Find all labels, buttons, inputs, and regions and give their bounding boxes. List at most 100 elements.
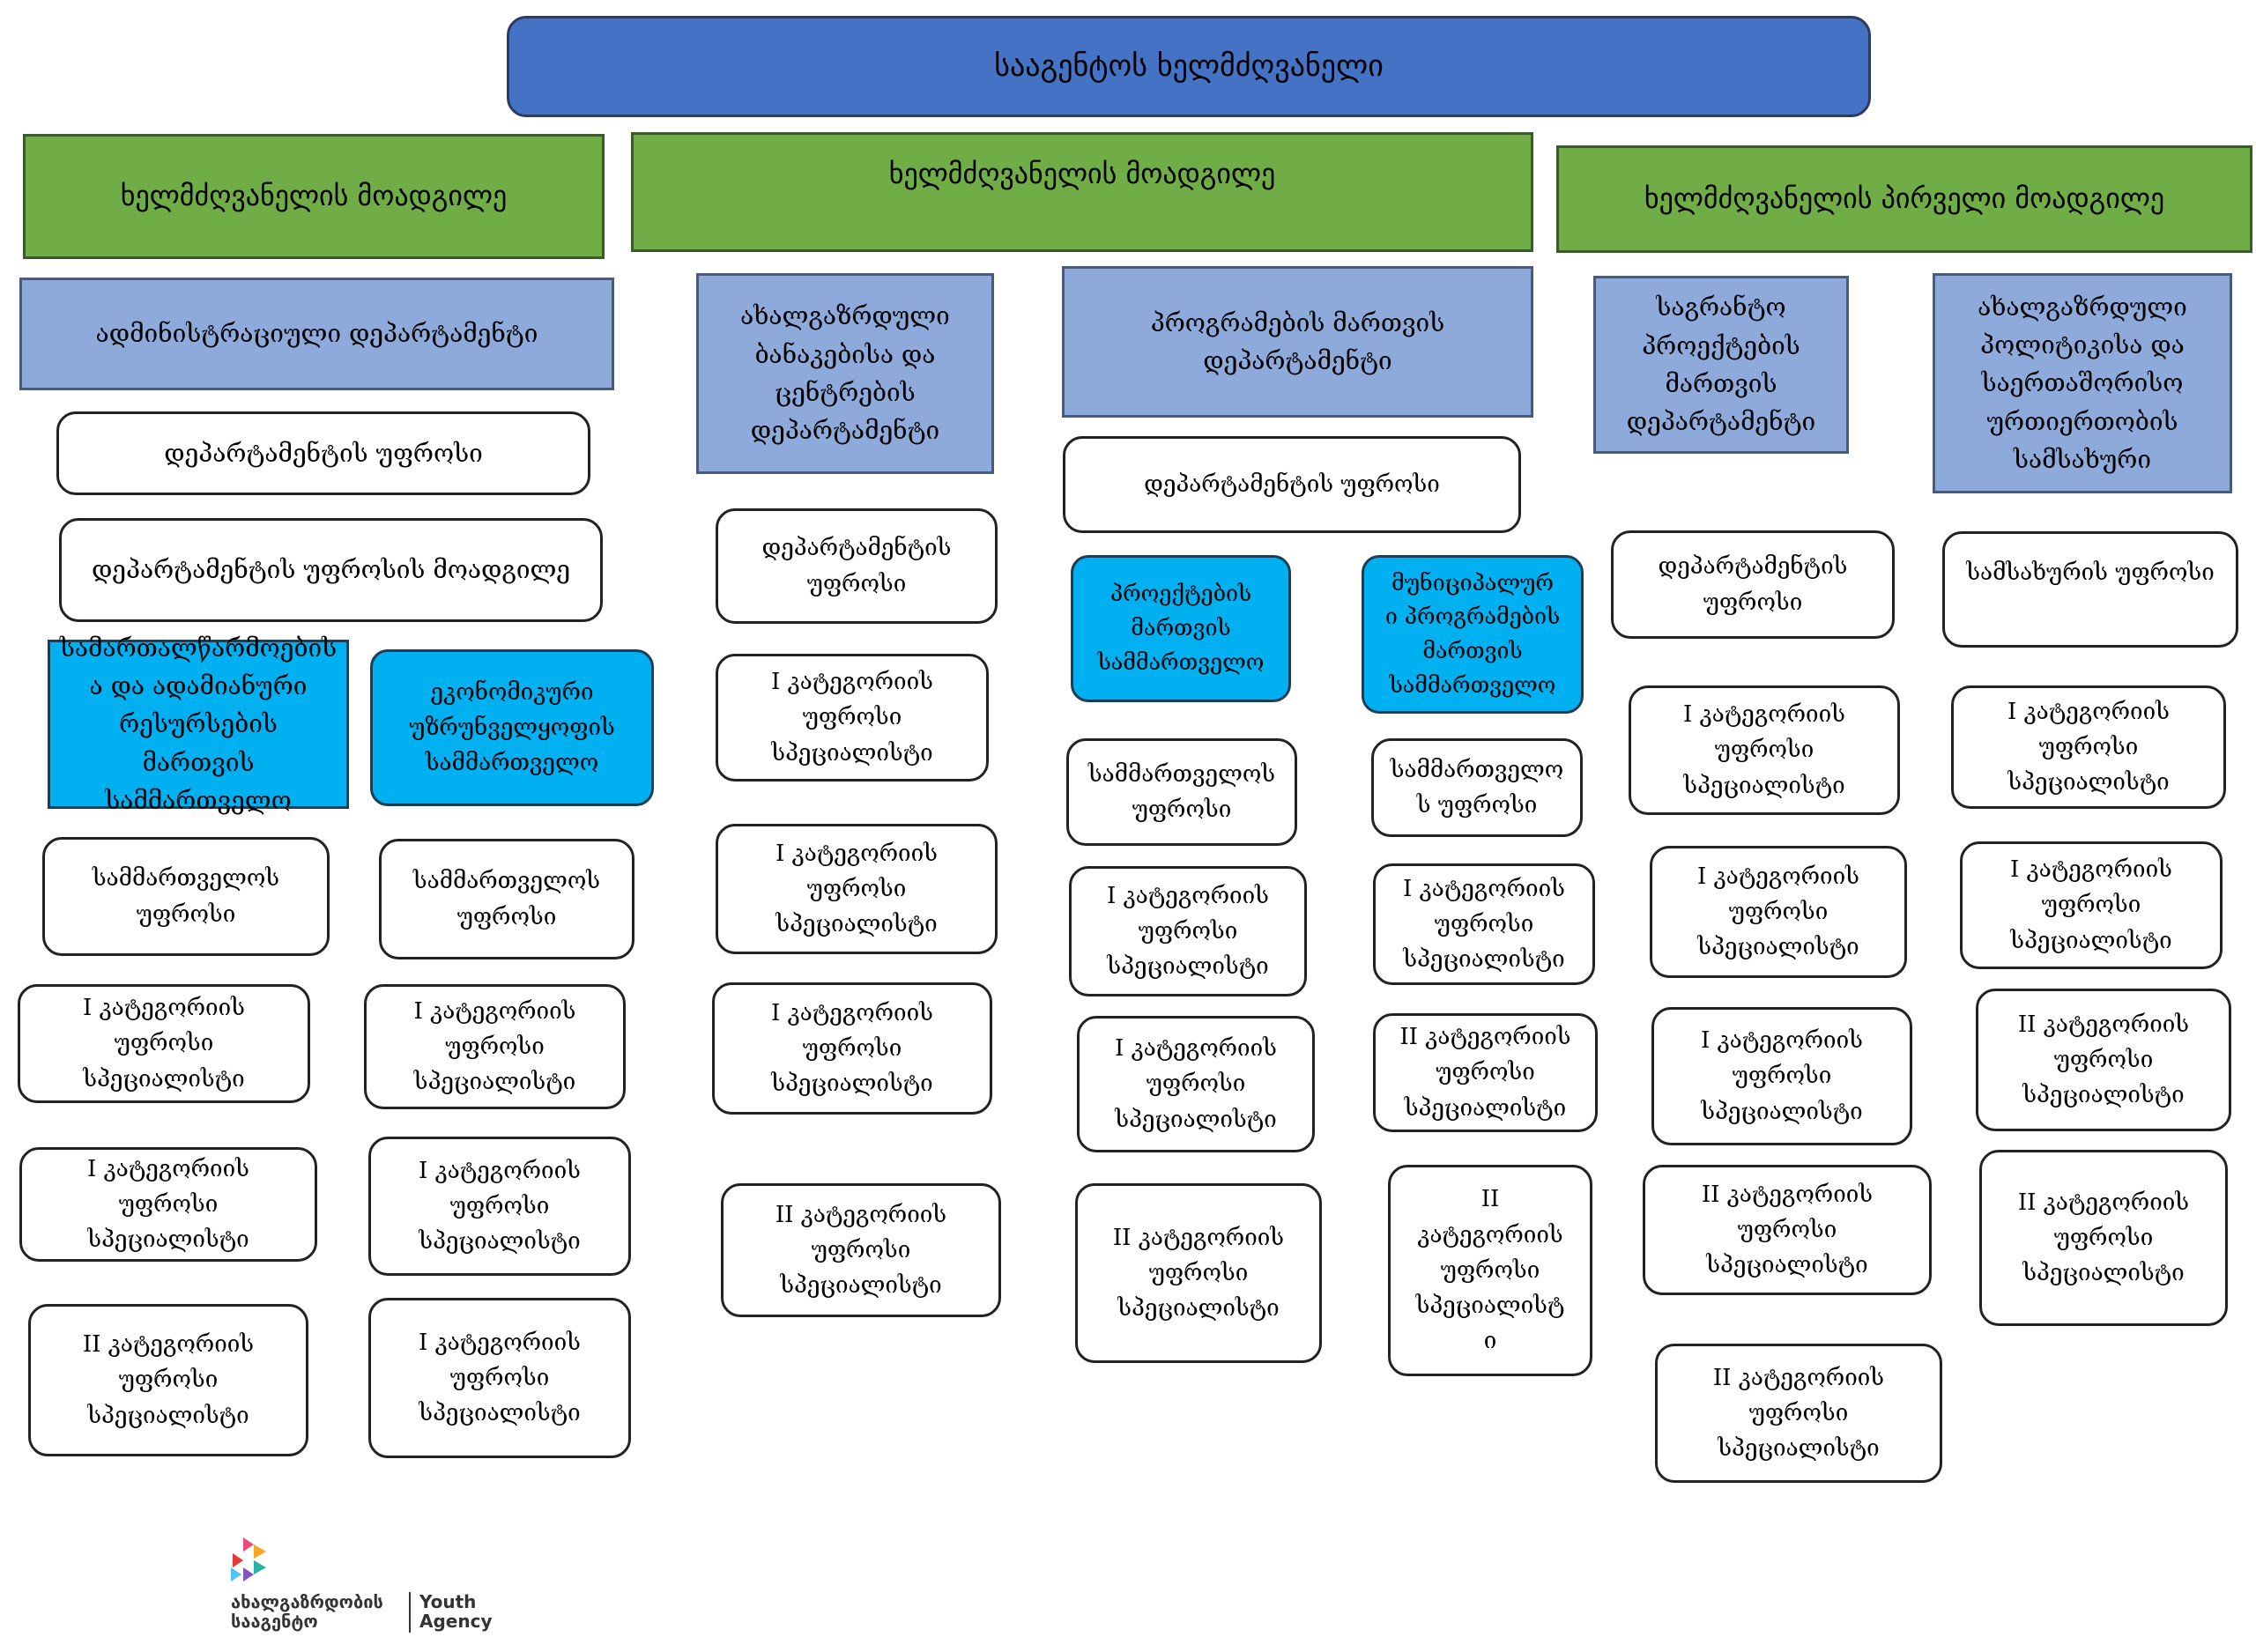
service-label: მუნიციპალურ ი პროგრამების მართვის სამმარ… <box>1384 569 1561 698</box>
position-box: II კატეგორიის უფროსი სპეციალისტი <box>1373 1013 1598 1132</box>
position-box: II კატეგორიის უფროსი სპეციალისტი <box>28 1304 308 1456</box>
position-box: II კატეგორიის უფროსი სპეციალისტი <box>1655 1344 1942 1483</box>
department-label: ახალგაზრდული ბანაკებისა და ცენტრების დეპ… <box>740 301 950 446</box>
position-label: I კატეგორიის უფროსი სპეციალისტი <box>1697 863 1859 961</box>
position-label: I კატეგორიის უფროსი სპეციალისტი <box>2007 698 2170 796</box>
position-label: II კატეგორიის უფროსი სპეციალისტი <box>1701 1181 1874 1279</box>
position-box: I კატეგორიის უფროსი სპეციალისტი <box>1077 1016 1315 1152</box>
position-box: I კატეგორიის უფროსი სპეციალისტი <box>368 1298 631 1458</box>
legal-hr-service-box: სამართალწარმოების ა და ადამიანური რესურს… <box>48 633 349 815</box>
position-label: II კატეგორიის უფროსი სპეციალისტი <box>2017 1011 2190 1109</box>
deputy-box-1: ხელმძღვანელის მოადგილე <box>23 134 605 259</box>
projects-service-box: პროექტების მართვის სამმართველო <box>1071 555 1291 702</box>
deputy-label-1: ხელმძღვანელის მოადგილე <box>120 179 508 213</box>
position-label: I კატეგორიის უფროსი სპეციალისტი <box>1403 875 1565 974</box>
position-box: დეპარტამენტის უფროსი <box>1063 436 1521 533</box>
position-label: I კატეგორიის უფროსი სპეციალისტი <box>2010 856 2172 954</box>
position-label: I კატეგორიის უფროსი სპეციალისტი <box>1107 882 1269 981</box>
logo-text-georgian: ახალგაზრდობის სააგენტო <box>231 1591 383 1632</box>
position-box: სამმართველო ს უფროსი <box>1371 738 1583 837</box>
agency-head-label: სააგენტოს ხელმძღვანელი <box>994 48 1384 85</box>
position-box: დეპარტამენტის უფროსი <box>1611 530 1895 639</box>
position-box: სამმართველოს უფროსი <box>379 839 634 959</box>
position-box: II კატეგორიის უფროსი სპეციალისტი <box>721 1183 1001 1317</box>
position-label: სამმართველოს უფროსი <box>92 865 280 928</box>
position-box: II კატეგორიის უფროსი სპეციალისტი <box>1976 989 2231 1131</box>
service-label: ეკონომიკური უზრუნველყოფის სამმართველო <box>409 678 615 777</box>
position-box: I კატეგორიის უფროსი სპეციალისტი <box>1951 685 2226 809</box>
position-label: I კატეგორიის უფროსი სპეციალისტი <box>83 995 245 1093</box>
position-box: სამმართველოს უფროსი <box>1066 738 1297 846</box>
position-label: დეპარტამენტის უფროსის მოადგილე <box>91 555 571 585</box>
position-label: II კატეგორიის უფროსი სპეციალისტი <box>775 1201 947 1300</box>
position-box: I კატეგორიის უფროსი სპეციალისტი <box>1069 866 1307 996</box>
position-label: II კატეგორიის უფროსი სპეციალისტი <box>82 1331 255 1429</box>
position-box: I კატეგორიის უფროსი სპეციალისტი <box>18 984 310 1103</box>
position-label: სამმართველო ს უფროსი <box>1390 756 1564 819</box>
position-box: I კატეგორიის უფროსი სპეციალისტი <box>712 982 992 1115</box>
service-label: სამართალწარმოების ა და ადამიანური რესურს… <box>59 633 338 816</box>
grants-department-box: საგრანტო პროექტების მართვის დეპარტამენტი <box>1593 276 1849 454</box>
position-label: II კატეგორიის უფროსი სპეციალისტი <box>1712 1364 1885 1463</box>
position-label: I კატეგორიის უფროსი სპეციალისტი <box>1683 701 1845 799</box>
admin-department-box: ადმინისტრაციული დეპარტამენტი <box>19 278 614 390</box>
position-box: სამმართველოს უფროსი <box>42 837 330 956</box>
position-box: I კატეგორიის უფროსი სპეციალისტი <box>716 824 998 954</box>
position-label: I კატეგორიის უფროსი სპეციალისტი <box>771 999 933 1098</box>
position-box: II კატეგორიის უფროსი სპეციალისტი <box>1075 1183 1322 1363</box>
deputy-label-2: ხელმძღვანელის მოადგილე <box>888 157 1276 190</box>
camps-department-box: ახალგაზრდული ბანაკებისა და ცენტრების დეპ… <box>696 273 994 474</box>
first-deputy-label: ხელმძღვანელის პირველი მოადგილე <box>1644 181 2165 216</box>
economic-service-box: ეკონომიკური უზრუნველყოფის სამმართველო <box>370 649 654 806</box>
position-box: I კატეგორიის უფროსი სპეციალისტი <box>1960 841 2223 969</box>
position-box: I კატეგორიის უფროსი სპეციალისტი <box>368 1137 631 1276</box>
position-box: I კატეგორიის უფროსი სპეციალისტი <box>1650 846 1907 978</box>
deputy-box-2: ხელმძღვანელის მოადგილე <box>631 132 1533 252</box>
policy-service-box: ახალგაზრდული პოლიტიკისა და საერთაშორისო … <box>1933 273 2232 493</box>
department-label: საგრანტო პროექტების მართვის დეპარტამენტი <box>1626 293 1816 437</box>
position-box: I კატეგორიის უფროსი სპეციალისტი <box>1629 685 1900 815</box>
position-label: II კატეგორიის უფროსი სპეციალისტი <box>1399 1024 1571 1122</box>
position-box: I კატეგორიის უფროსი სპეციალისტი <box>19 1147 317 1262</box>
agency-head-box: სააგენტოს ხელმძღვანელი <box>507 16 1871 117</box>
youth-agency-logo: ახალგაზრდობის სააგენტო Youth Agency <box>231 1537 495 1634</box>
position-label: დეპარტამენტის უფროსი <box>164 438 483 468</box>
department-label: პროგრამების მართვის დეპარტამენტი <box>1150 307 1445 375</box>
programs-department-box: პროგრამების მართვის დეპარტამენტი <box>1062 266 1533 418</box>
position-label: დეპარტამენტის უფროსი <box>1144 470 1440 498</box>
logo-divider <box>409 1592 411 1633</box>
logo-mark-icon <box>231 1537 266 1582</box>
position-box: დეპარტამენტის უფროსი <box>716 508 998 624</box>
position-label: სამმართველოს უფროსი <box>412 868 601 930</box>
department-label: ადმინისტრაციული დეპარტამენტი <box>95 319 538 349</box>
position-label: I კატეგორიის უფროსი სპეციალისტი <box>776 840 938 938</box>
department-label: ახალგაზრდული პოლიტიკისა და საერთაშორისო … <box>1978 292 2187 475</box>
position-label: II კატეგორიის უფროსი სპეციალისტი <box>1112 1224 1285 1322</box>
position-label: I კატეგორიის უფროსი სპეციალისტი <box>413 997 576 1096</box>
position-box: დეპარტამენტის უფროსის მოადგილე <box>59 518 603 622</box>
position-label: I კატეგორიის უფროსი სპეციალისტი <box>419 1329 581 1427</box>
municipal-service-box: მუნიციპალურ ი პროგრამების მართვის სამმარ… <box>1362 555 1584 714</box>
position-label: I კატეგორიის უფროსი სპეციალისტი <box>87 1155 249 1254</box>
position-label: I კატეგორიის უფროსი სპეციალისტი <box>419 1157 581 1256</box>
position-box: დეპარტამენტის უფროსი <box>56 411 590 495</box>
position-box: I კატეგორიის უფროსი სპეციალისტი <box>1373 863 1595 985</box>
service-label: პროექტების მართვის სამმართველო <box>1097 581 1265 675</box>
position-label: I კატეგორიის უფროსი სპეციალისტი <box>1115 1035 1277 1133</box>
logo-text-english: Youth Agency <box>419 1591 493 1632</box>
position-label: II კატეგორიის უფროსი სპეციალისტი <box>2017 1189 2190 1287</box>
position-box: I კატეგორიის უფროსი სპეციალისტი <box>364 984 626 1109</box>
first-deputy-box: ხელმძღვანელის პირველი მოადგილე <box>1556 145 2252 253</box>
position-box: I კატეგორიის უფროსი სპეციალისტი <box>716 654 989 782</box>
position-box: II კატეგორიის უფროსი სპეციალისტი <box>1979 1150 2228 1326</box>
position-box: სამსახურის უფროსი <box>1942 531 2238 648</box>
position-label: I კატეგორიის უფროსი სპეციალისტი <box>771 669 933 767</box>
position-label: დეპარტამენტის უფროსი <box>761 535 952 597</box>
position-label: სამმართველოს უფროსი <box>1087 760 1276 823</box>
position-box: II კატეგორიის უფროსი სპეციალისტი <box>1643 1165 1932 1295</box>
position-label: I კატეგორიის უფროსი სპეციალისტი <box>1701 1027 1863 1125</box>
position-label: II კატეგორიის უფროსი სპეციალისტ ი <box>1415 1186 1565 1355</box>
position-box: II კატეგორიის უფროსი სპეციალისტ ი <box>1388 1165 1592 1376</box>
position-label: დეპარტამენტის უფროსი <box>1658 553 1848 616</box>
position-label: სამსახურის უფროსი <box>1966 559 2215 586</box>
